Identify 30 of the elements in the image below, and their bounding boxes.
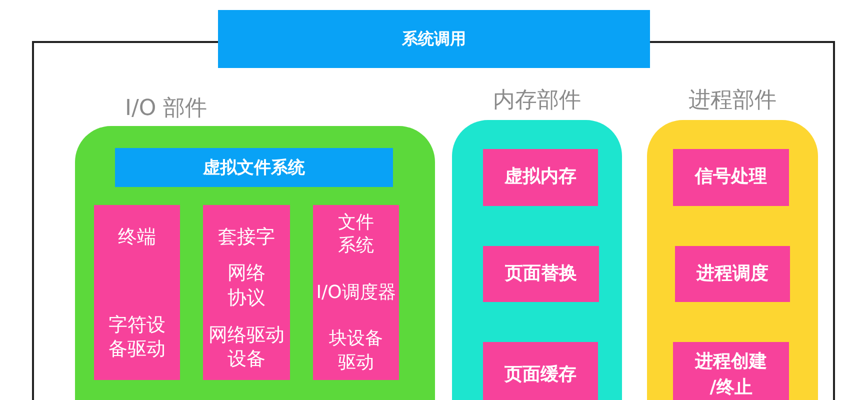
module-column	[203, 205, 290, 380]
module-box	[483, 149, 598, 206]
module-box	[483, 246, 599, 302]
module-box	[673, 149, 789, 206]
module-label: 进程创建/终止	[694, 350, 768, 400]
group-heading: 进程部件	[688, 88, 776, 114]
module-column	[94, 205, 180, 380]
module-column	[313, 205, 399, 380]
module-label: 终端	[118, 225, 156, 250]
module-label: I/O调度器	[316, 280, 396, 304]
header-bar	[218, 10, 650, 68]
module-label: 页面缓存	[504, 362, 576, 387]
layer-bar	[115, 148, 393, 187]
group-heading: I/O 部件	[125, 96, 208, 122]
module-box	[675, 246, 790, 302]
module-label: 套接字	[218, 225, 275, 250]
module-label: 页面替换	[505, 262, 577, 286]
module-box	[483, 342, 598, 400]
group-heading: 内存部件	[493, 88, 581, 114]
module-label: 信号处理	[695, 165, 767, 190]
module-box	[673, 342, 789, 400]
module-label: 文件系统	[337, 211, 375, 258]
bar-label: 系统调用	[402, 28, 466, 50]
module-label: 块设备驱动	[328, 327, 384, 374]
module-label: 虚拟内存	[504, 165, 576, 190]
module-label: 网络驱动设备	[208, 322, 286, 372]
module-label: 网络协议	[226, 261, 266, 311]
module-label: 字符设备驱动	[108, 312, 166, 362]
module-label: 进程调度	[696, 262, 768, 286]
bar-label: 虚拟文件系统	[203, 157, 305, 179]
